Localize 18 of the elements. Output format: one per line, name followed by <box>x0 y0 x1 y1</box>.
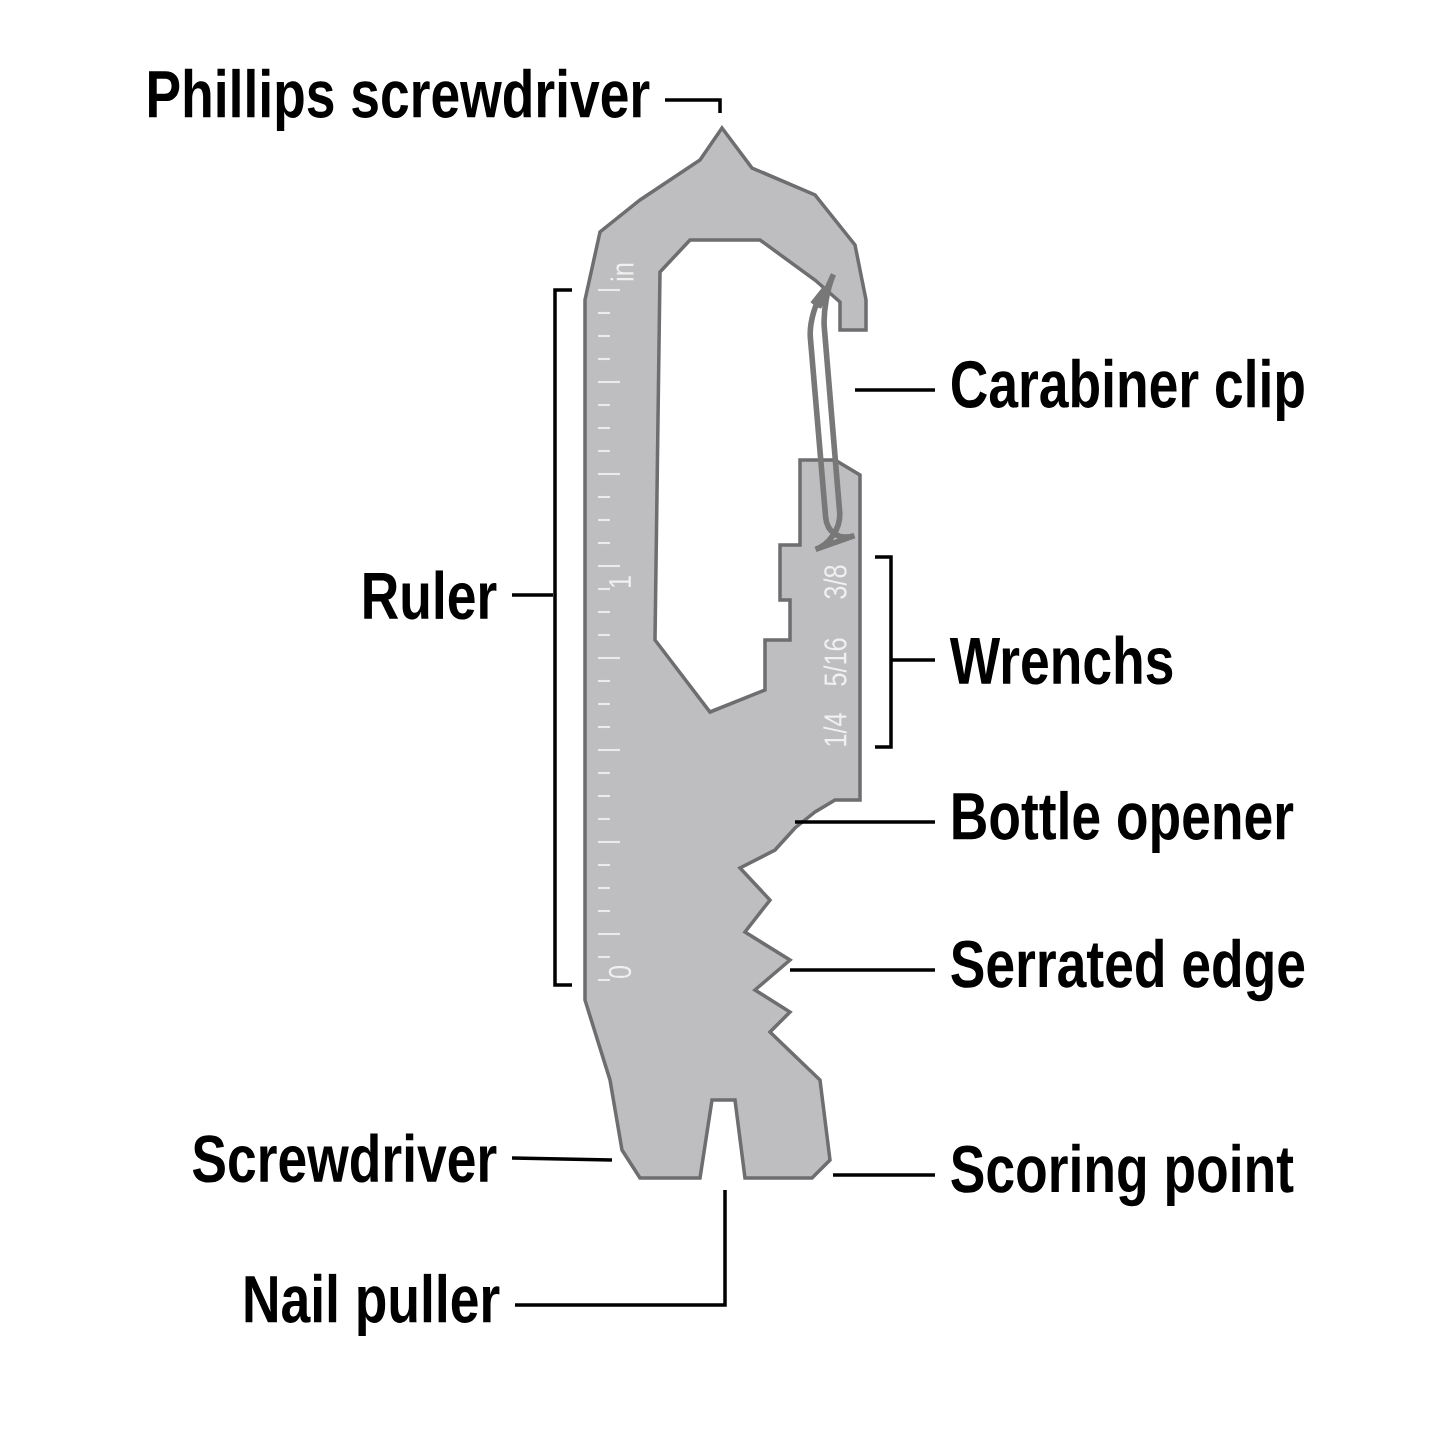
callout-label: Serrated edge <box>951 938 1305 1002</box>
leader-line <box>833 1173 935 1177</box>
callout-label: Phillips screwdriver <box>149 68 650 132</box>
callout-label: Nail puller <box>245 1273 500 1337</box>
callout-label: Bottle opener <box>953 790 1294 854</box>
leader-line <box>512 593 553 597</box>
callout-label: Ruler <box>364 570 497 620</box>
callout-label: Wrenchs <box>949 635 1173 685</box>
leader-line <box>891 658 935 662</box>
leader-line <box>511 1156 613 1162</box>
callout-label: Screwdriver <box>192 1133 497 1183</box>
leader-line <box>795 820 935 824</box>
leader-line <box>665 98 722 113</box>
callout-label: Scoring point <box>951 1143 1294 1207</box>
leader-line <box>855 388 935 392</box>
leader-line <box>515 1190 727 1307</box>
callout-label: Carabiner clip <box>951 358 1304 422</box>
leader-line <box>790 968 935 972</box>
